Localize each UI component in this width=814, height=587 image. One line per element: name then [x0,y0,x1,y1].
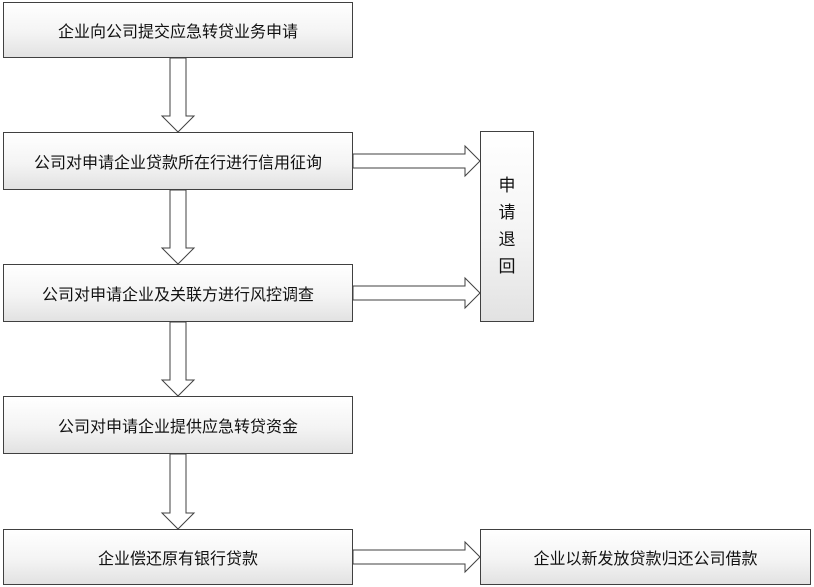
step-label: 公司对申请企业及关联方进行风控调查 [41,285,314,304]
right-arrow-credit-to-reject [352,144,481,178]
step-submit-application: 企业向公司提交应急转贷业务申请 [3,2,353,58]
step-label: 企业偿还原有银行贷款 [97,549,258,568]
step-label: 企业向公司提交应急转贷业务申请 [57,22,298,41]
down-arrow-2 [160,189,196,265]
right-arrow-repay-to-final [352,540,481,574]
reject-char: 请 [498,202,516,223]
reject-char: 申 [498,175,516,196]
reject-box: 申 请 退 回 [480,131,534,322]
step-credit-inquiry: 公司对申请企业贷款所在行进行信用征询 [3,132,353,190]
down-arrow-3 [160,321,196,397]
step-label: 公司对申请企业提供应急转贷资金 [57,417,298,436]
step-risk-investigation: 公司对申请企业及关联方进行风控调查 [3,264,353,322]
final-repay-company-box: 企业以新发放贷款归还公司借款 [480,529,811,585]
step-label: 公司对申请企业贷款所在行进行信用征询 [33,153,322,172]
reject-char: 回 [498,256,516,277]
final-label: 企业以新发放贷款归还公司借款 [533,549,758,568]
step-repay-bank-loan: 企业偿还原有银行贷款 [3,529,353,585]
down-arrow-4 [160,453,196,530]
step-provide-funds: 公司对申请企业提供应急转贷资金 [3,396,353,454]
down-arrow-1 [160,57,196,133]
reject-char: 退 [498,229,516,250]
right-arrow-risk-to-reject [352,276,481,310]
